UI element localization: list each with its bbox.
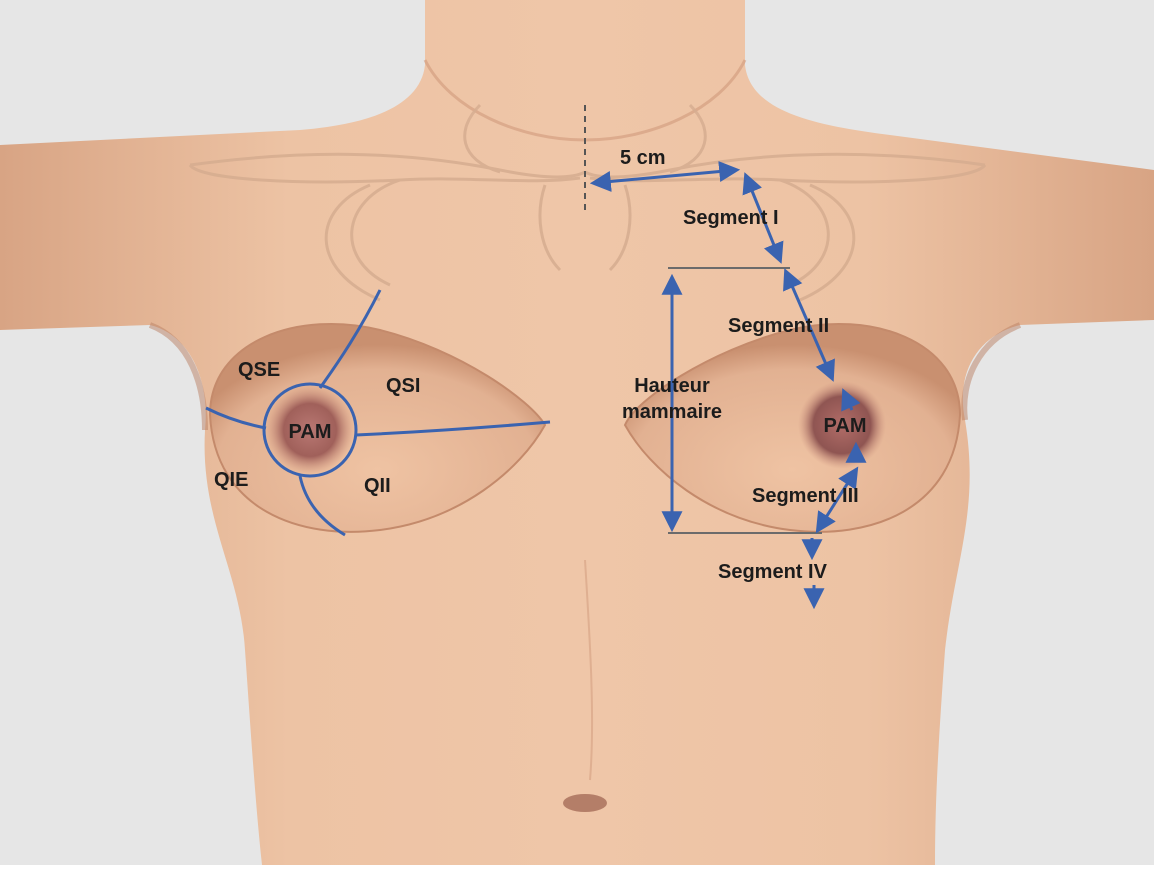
label-pam-right: PAM — [289, 421, 332, 443]
label-segment-4: Segment IV — [718, 561, 828, 583]
label-qii: QII — [364, 475, 391, 497]
label-qie: QIE — [214, 469, 248, 491]
label-qsi: QSI — [386, 375, 420, 397]
label-segment-2: Segment II — [728, 315, 829, 337]
label-hauteur-line2: mammaire — [622, 401, 722, 423]
label-segment-3: Segment III — [752, 485, 859, 507]
label-segment-1: Segment I — [683, 207, 779, 229]
navel — [563, 794, 607, 812]
label-pam-left: PAM — [824, 415, 867, 437]
label-hauteur-line1: Hauteur — [634, 375, 710, 397]
label-5cm: 5 cm — [620, 147, 666, 169]
label-qse: QSE — [238, 359, 280, 381]
